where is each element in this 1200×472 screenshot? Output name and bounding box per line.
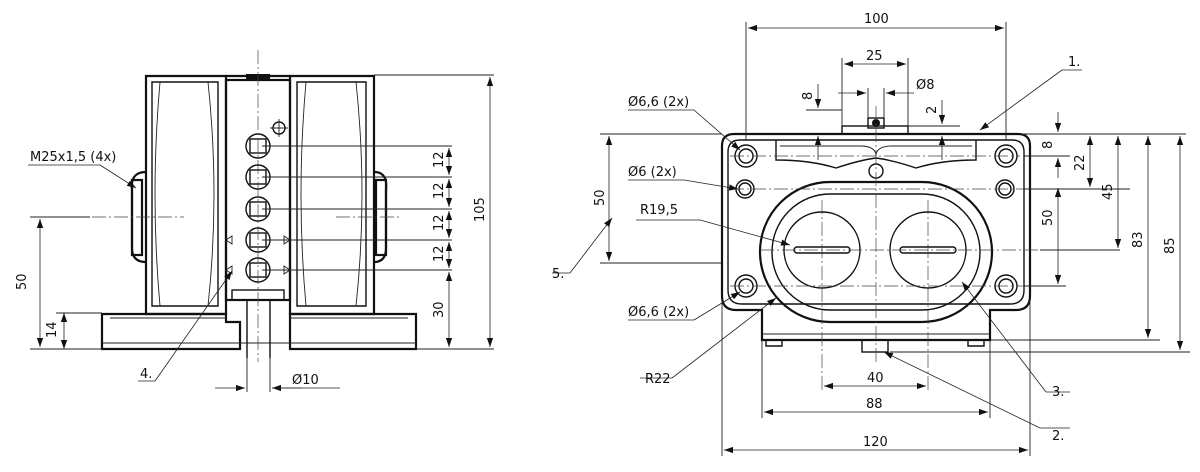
dim-top-8: 8: [801, 92, 816, 100]
left-body: [144, 74, 228, 316]
oval-chamber-inner: [771, 193, 981, 311]
dim-slot-25: 25: [866, 49, 883, 64]
dim-right-50: 50: [1041, 209, 1056, 226]
dim-83: 83: [1131, 231, 1146, 248]
dim-85: 85: [1163, 237, 1178, 254]
callout-3: 3.: [1052, 385, 1064, 400]
dim-45: 45: [1101, 183, 1116, 200]
dim-pin-diameter-8: Ø8: [916, 78, 935, 93]
side-view: M25x1,5 (4x) 50 14 12 12 12 12 30 105 Ø1…: [15, 50, 494, 392]
thread-label: M25x1,5 (4x): [30, 150, 116, 165]
dim-pitch-2: 12: [432, 182, 447, 199]
dim-pitch-1: 12: [432, 151, 447, 168]
dim-120: 120: [863, 435, 888, 450]
hole-label-a: Ø6,6 (2x): [628, 95, 689, 110]
dim-pin-diameter: Ø10: [292, 373, 319, 388]
dim-22: 22: [1073, 154, 1088, 171]
right-body: [288, 74, 376, 316]
dim-88: 88: [866, 397, 883, 412]
base-plate: [100, 312, 242, 351]
dim-width-100: 100: [864, 12, 889, 27]
dim-total-105: 105: [473, 197, 488, 222]
front-view: 100 25 Ø8 8 2 Ø6,6 (2x) Ø6 (2x) R19,5 50…: [552, 12, 1190, 456]
radius-inner: R19,5: [640, 203, 678, 218]
dim-height-50: 50: [15, 273, 30, 290]
dim-pitch-4: 12: [432, 245, 447, 262]
dim-right-8: 8: [1041, 141, 1056, 149]
dim-40: 40: [867, 371, 884, 386]
callout-5: 5.: [552, 267, 564, 282]
oval-chamber-outer: [758, 180, 994, 324]
dim-base-14: 14: [45, 321, 60, 338]
callout-2: 2.: [1052, 429, 1064, 444]
dim-left-50: 50: [593, 189, 608, 206]
dim-pitch-3: 12: [432, 214, 447, 231]
callout-4: 4.: [140, 367, 152, 382]
dim-bottom-30: 30: [432, 301, 447, 318]
hole-label-b: Ø6 (2x): [628, 165, 677, 180]
dim-2: 2: [925, 106, 940, 114]
callout-1: 1.: [1068, 55, 1080, 70]
hole-label-c: Ø6,6 (2x): [628, 305, 689, 320]
radius-outer: R22: [645, 372, 671, 387]
